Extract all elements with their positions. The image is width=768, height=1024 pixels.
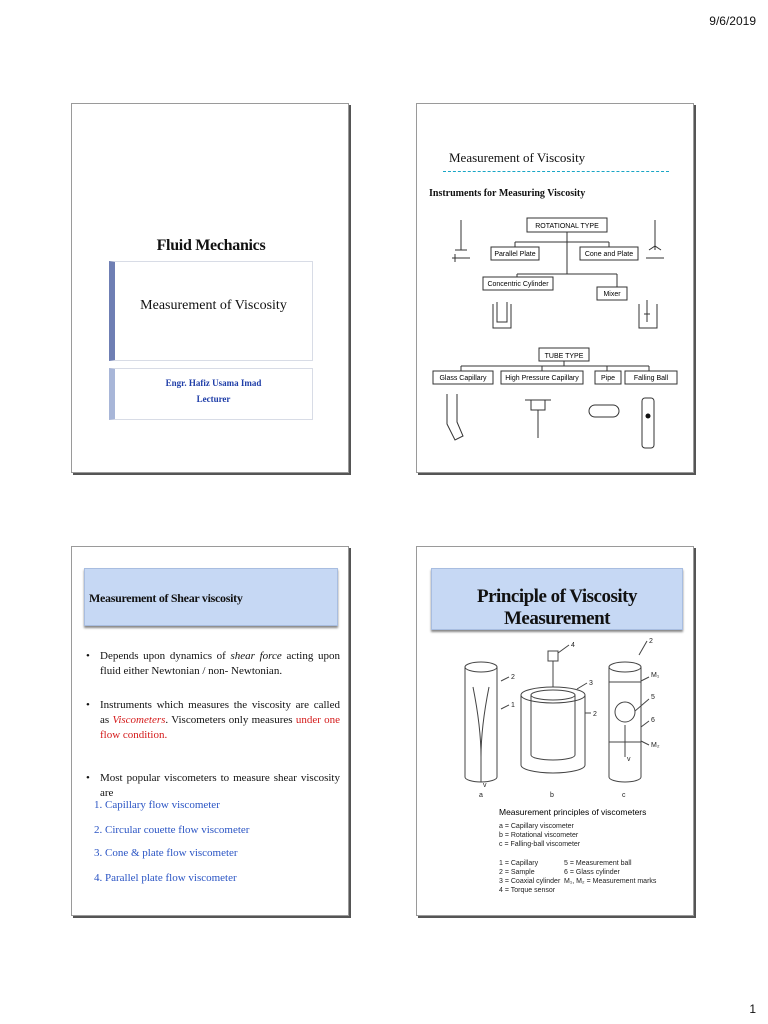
slide-4-thumbnail[interactable]: Principle of Viscosity Measurement xyxy=(416,546,694,916)
viscometer-list-item: 3. Cone & plate flow viscometer xyxy=(94,847,238,859)
svg-text:2: 2 xyxy=(649,638,653,645)
svg-text:5: 5 xyxy=(651,694,655,701)
svg-text:b: b xyxy=(550,792,554,799)
cone-and-plate-label: Cone and Plate xyxy=(585,251,633,258)
svg-text:6: 6 xyxy=(651,717,655,724)
high-pressure-capillary-label: High Pressure Capillary xyxy=(505,375,579,382)
svg-text:3: 3 xyxy=(589,680,593,687)
caption-line: c = Falling-ball viscometer xyxy=(499,841,581,848)
legend-line: 5 = Measurement ball xyxy=(564,860,632,867)
page-number: 1 xyxy=(749,1002,756,1016)
viscometer-list-item: 2. Circular couette flow viscometer xyxy=(94,824,250,836)
author-role: Lecturer xyxy=(196,394,231,404)
legend-line: 1 = Capillary xyxy=(499,860,539,867)
subtitle-box: Measurement of Viscosity xyxy=(109,261,313,361)
svg-text:2: 2 xyxy=(511,674,515,681)
author-box: Engr. Hafiz Usama Imad Lecturer xyxy=(109,368,313,420)
slide-title: Measurement of Viscosity xyxy=(449,150,586,165)
legend-line: M₁, M₂ = Measurement marks xyxy=(564,878,657,885)
legend-line: 4 = Torque sensor xyxy=(499,887,556,894)
falling-ball-label: Falling Ball xyxy=(634,375,669,382)
figure-caption-title: Measurement principles of viscometers xyxy=(499,807,646,817)
slide-2-thumbnail[interactable]: Measurement of Viscosity Instruments for… xyxy=(416,103,694,473)
svg-text:M₂: M₂ xyxy=(651,742,660,749)
legend-line: 2 = Sample xyxy=(499,869,535,876)
svg-text:v: v xyxy=(627,756,631,763)
slide-banner: Measurement of Shear viscosity xyxy=(84,568,338,626)
concentric-cylinder-label: Concentric Cylinder xyxy=(487,281,549,288)
print-date: 9/6/2019 xyxy=(709,14,756,28)
viscometer-principles-figure: 2 1 v 4 3 2 2 M₁ 5 6 M₂ v a b c Measurem… xyxy=(464,638,660,894)
glass-capillary-label: Glass Capillary xyxy=(439,375,487,382)
svg-text:2: 2 xyxy=(593,711,597,718)
bullet-2: • Instruments which measures the viscosi… xyxy=(86,699,341,741)
svg-text:c: c xyxy=(622,792,626,799)
bullet-1: • Depends upon dynamics of shear force a… xyxy=(86,650,341,677)
slide-subtitle: Instruments for Measuring Viscosity xyxy=(429,188,586,199)
parallel-plate-label: Parallel Plate xyxy=(494,251,535,258)
svg-text:v: v xyxy=(483,782,487,789)
banner-title: Principle of Viscosity Measurement xyxy=(477,586,637,629)
legend-line: 3 = Coaxial cylinder xyxy=(499,878,561,885)
slide-1-thumbnail[interactable]: Fluid Mechanics Measurement of Viscosity… xyxy=(71,103,349,473)
viscometer-types-diagram: ROTATIONAL TYPE Parallel Plate Cone and … xyxy=(432,217,678,449)
viscometer-list-item: 1. Capillary flow viscometer xyxy=(94,799,220,811)
course-title: Fluid Mechanics xyxy=(156,237,266,254)
lecture-subtitle: Measurement of Viscosity xyxy=(140,298,287,313)
caption-line: a = Capillary viscometer xyxy=(499,823,575,830)
bullet-3: • Most popular viscometers to measure sh… xyxy=(86,772,340,799)
mixer-label: Mixer xyxy=(603,291,621,298)
viscometer-list-item: 4. Parallel plate flow viscometer xyxy=(94,872,237,884)
slide-banner: Principle of Viscosity Measurement xyxy=(431,568,683,630)
rotational-type-label: ROTATIONAL TYPE xyxy=(535,223,599,230)
svg-text:1: 1 xyxy=(511,702,515,709)
title-divider xyxy=(443,171,669,172)
slide-3-thumbnail[interactable]: Measurement of Shear viscosity • Depends… xyxy=(71,546,349,916)
author-name: Engr. Hafiz Usama Imad xyxy=(165,378,262,388)
svg-text:M₁: M₁ xyxy=(651,672,660,679)
tube-type-label: TUBE TYPE xyxy=(545,353,584,360)
svg-text:a: a xyxy=(479,792,483,799)
svg-text:4: 4 xyxy=(571,642,575,649)
banner-title: Measurement of Shear viscosity xyxy=(89,591,243,605)
legend-line: 6 = Glass cylinder xyxy=(564,869,620,876)
caption-line: b = Rotational viscometer xyxy=(499,832,579,839)
pipe-label: Pipe xyxy=(601,375,615,382)
